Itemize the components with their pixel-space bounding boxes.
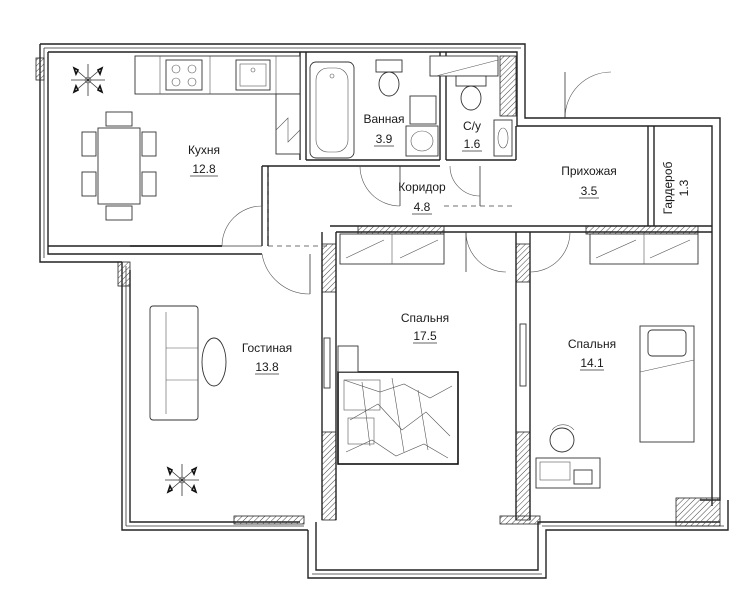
room-label-bathroom: Ванная 3.9 bbox=[363, 112, 405, 147]
kitchen-counter bbox=[134, 55, 301, 155]
tv-panel bbox=[323, 337, 331, 389]
svg-text:С/у: С/у bbox=[463, 119, 481, 133]
bath-toilet bbox=[375, 59, 403, 97]
dining-table bbox=[81, 111, 157, 221]
room-label-toilet: С/у 1.6 bbox=[462, 119, 482, 152]
svg-text:1.6: 1.6 bbox=[464, 137, 481, 151]
wardrobe-bedroom1 bbox=[339, 233, 445, 265]
bath-sink bbox=[405, 125, 439, 157]
bathtub bbox=[309, 61, 355, 159]
room-label-hallway: Прихожая 3.5 bbox=[561, 164, 617, 199]
room-label-corridor: Коридор 4.8 bbox=[398, 180, 446, 215]
svg-text:Ванная: Ванная bbox=[363, 112, 404, 126]
double-bed bbox=[337, 345, 459, 465]
room-label-wardrobe: Гардероб 1.3 bbox=[661, 161, 691, 214]
svg-text:3.9: 3.9 bbox=[376, 132, 393, 146]
svg-text:Гостиная: Гостиная bbox=[242, 341, 292, 355]
plant-icon bbox=[71, 64, 105, 96]
wardrobe-bedroom2 bbox=[589, 233, 699, 265]
svg-text:Прихожая: Прихожая bbox=[561, 164, 617, 178]
svg-text:13.8: 13.8 bbox=[255, 360, 279, 374]
svg-text:4.8: 4.8 bbox=[414, 200, 431, 214]
sofa bbox=[149, 305, 199, 421]
room-label-living: Гостиная 13.8 bbox=[242, 341, 292, 375]
bedroom2-tv-panel bbox=[519, 323, 527, 387]
toilet-fixtures bbox=[429, 55, 513, 157]
svg-text:14.1: 14.1 bbox=[580, 356, 604, 370]
svg-text:Коридор: Коридор bbox=[398, 180, 446, 194]
svg-text:12.8: 12.8 bbox=[192, 162, 216, 176]
washing-machine bbox=[409, 95, 437, 125]
svg-text:Спальня: Спальня bbox=[401, 311, 449, 325]
svg-text:1.3: 1.3 bbox=[677, 179, 691, 196]
room-label-kitchen: Кухня 12.8 bbox=[188, 143, 220, 177]
single-bed bbox=[639, 325, 695, 443]
svg-text:Гардероб: Гардероб bbox=[661, 161, 675, 214]
svg-text:Спальня: Спальня bbox=[568, 337, 616, 351]
doors bbox=[221, 71, 612, 295]
svg-text:3.5: 3.5 bbox=[581, 184, 598, 198]
room-label-bedroom1: Спальня 17.5 bbox=[401, 311, 449, 344]
structural-columns bbox=[35, 55, 721, 527]
room-label-bedroom2: Спальня 14.1 bbox=[568, 337, 616, 371]
coffee-table bbox=[201, 337, 227, 387]
plant-icon-living bbox=[165, 464, 199, 496]
svg-text:Кухня: Кухня bbox=[188, 143, 220, 157]
svg-text:17.5: 17.5 bbox=[413, 329, 437, 343]
desk-and-chair bbox=[535, 424, 601, 489]
